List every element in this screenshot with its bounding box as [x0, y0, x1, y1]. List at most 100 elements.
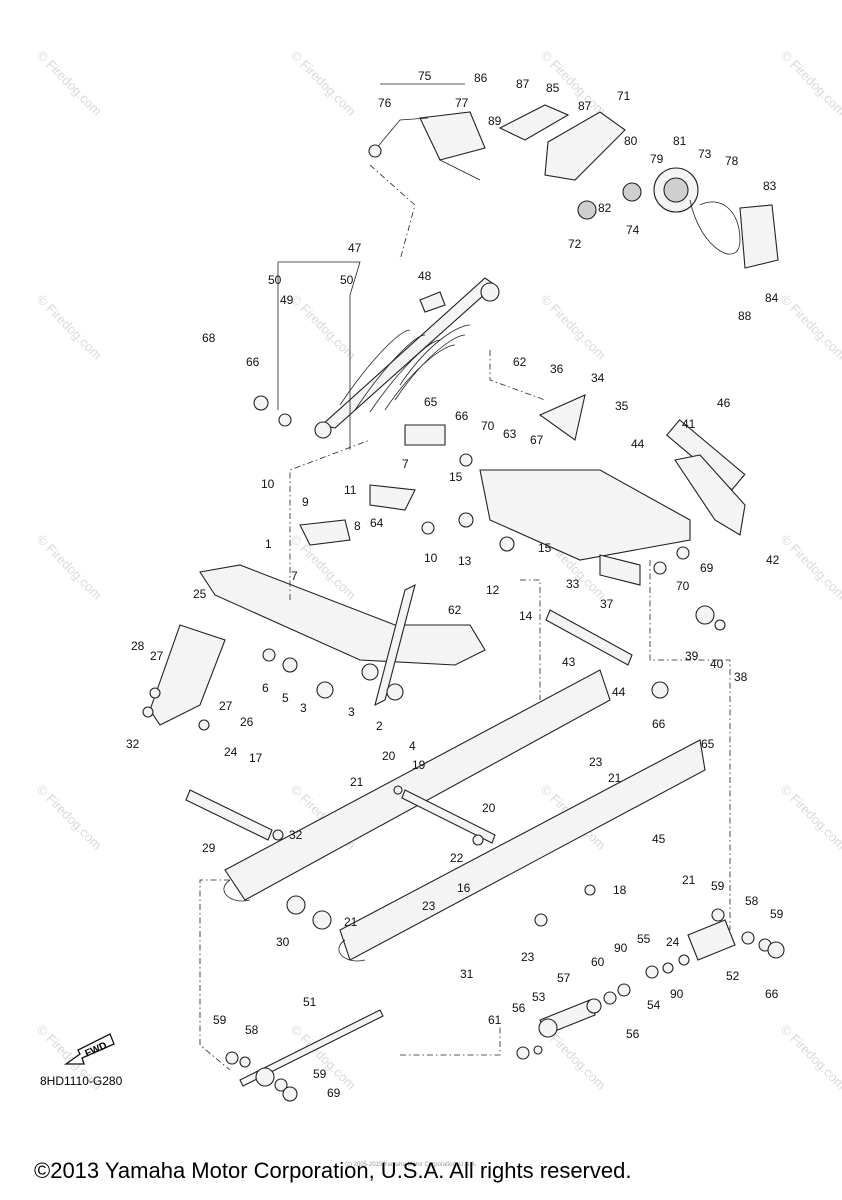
- callout: 12: [486, 583, 500, 597]
- callout: 21: [682, 873, 696, 887]
- callout: 44: [631, 437, 645, 451]
- callout: 66: [652, 717, 666, 731]
- callout: 30: [276, 935, 290, 949]
- callout: 18: [613, 883, 627, 897]
- callout: 35: [615, 399, 629, 413]
- callout: 23: [589, 755, 603, 769]
- callout: 17: [249, 751, 263, 765]
- callout: 61: [488, 1013, 502, 1027]
- callout: 87: [516, 77, 530, 91]
- callout: 89: [488, 114, 502, 128]
- callout: 29: [202, 841, 216, 855]
- fwd-label: FWD: [83, 1040, 108, 1059]
- callout: 74: [626, 223, 640, 237]
- callout: 52: [726, 969, 740, 983]
- front-arm-assembly: [149, 484, 486, 726]
- callout: 79: [650, 152, 664, 166]
- callout: 4: [409, 739, 416, 753]
- callout: 41: [682, 417, 696, 431]
- callout: 72: [568, 237, 582, 251]
- callout: 80: [624, 134, 638, 148]
- svg-text:© Firedog.com: © Firedog.com: [538, 292, 609, 363]
- callout: 15: [449, 470, 463, 484]
- callout: 7: [291, 569, 298, 583]
- fwd-arrow: FWD: [62, 1024, 122, 1075]
- callout: 59: [711, 879, 725, 893]
- callout: 58: [745, 894, 759, 908]
- callout: 8: [354, 519, 361, 533]
- callout: 33: [566, 577, 580, 591]
- callout: 23: [521, 950, 535, 964]
- copyright-notice: ©2013 Yamaha Motor Corporation, U.S.A. A…: [34, 1158, 632, 1183]
- callout: 70: [481, 419, 495, 433]
- callout: 20: [382, 749, 396, 763]
- callout: 1: [265, 537, 272, 551]
- callout: 65: [701, 737, 715, 751]
- callout: 87: [578, 99, 592, 113]
- callout: 10: [261, 477, 275, 491]
- callout: 66: [246, 355, 260, 369]
- callout: 71: [617, 89, 631, 103]
- callout: 50: [340, 273, 354, 287]
- callout: 88: [738, 309, 752, 323]
- callout: 83: [763, 179, 777, 193]
- slide-rails: [223, 669, 706, 962]
- callout: 90: [670, 987, 684, 1001]
- svg-text:© Firedog.com: © Firedog.com: [34, 292, 105, 363]
- callout: 58: [245, 1023, 259, 1037]
- callout: 59: [313, 1067, 327, 1081]
- callout: 81: [673, 134, 687, 148]
- svg-text:© Firedog.com: © Firedog.com: [34, 532, 105, 603]
- callout: 6: [262, 681, 269, 695]
- callout: 42: [766, 553, 780, 567]
- callout: 31: [460, 967, 474, 981]
- callout: 86: [474, 71, 488, 85]
- callout: 45: [652, 832, 666, 846]
- callout: 43: [562, 655, 576, 669]
- callout: 66: [765, 987, 779, 1001]
- shock-absorber: [314, 277, 500, 439]
- callout: 70: [676, 579, 690, 593]
- callout: 28: [131, 639, 145, 653]
- callout: 48: [418, 269, 432, 283]
- callout: 21: [608, 771, 622, 785]
- callout: 13: [458, 554, 472, 568]
- callout: 39: [685, 649, 699, 663]
- callout: 10: [424, 551, 438, 565]
- svg-text:© Firedog.com: © Firedog.com: [34, 48, 105, 119]
- top-cover-assembly: [368, 104, 779, 269]
- small-print: (c) 2005-2015 Yamaha Motor Corporation, …: [345, 1162, 477, 1168]
- callout: 55: [637, 932, 651, 946]
- callout: 75: [418, 69, 432, 83]
- rear-arm-assembly: [404, 394, 746, 586]
- svg-text:© Firedog.com: © Firedog.com: [778, 48, 842, 119]
- callout: 32: [289, 828, 303, 842]
- svg-text:© Firedog.com: © Firedog.com: [288, 292, 359, 363]
- callout: 11: [344, 483, 357, 497]
- callout: 76: [378, 96, 392, 110]
- callout: 16: [457, 881, 471, 895]
- callout: 21: [350, 775, 364, 789]
- callout: 53: [532, 990, 546, 1004]
- callout: 25: [193, 587, 207, 601]
- callout: 3: [348, 705, 355, 719]
- callout: 21: [344, 915, 358, 929]
- callout: 47: [348, 241, 362, 255]
- callout: 90: [614, 941, 628, 955]
- callout: 68: [202, 331, 216, 345]
- callout: 85: [546, 81, 560, 95]
- callout: 14: [519, 609, 533, 623]
- callout: 32: [126, 737, 140, 751]
- svg-text:© Firedog.com: © Firedog.com: [778, 782, 842, 853]
- callout: 78: [725, 154, 739, 168]
- callout: 50: [268, 273, 282, 287]
- callout: 40: [710, 657, 724, 671]
- callout: 23: [422, 899, 436, 913]
- callout: 46: [717, 396, 731, 410]
- callout: 34: [591, 371, 605, 385]
- callout: 69: [327, 1086, 341, 1100]
- callout: 57: [557, 971, 571, 985]
- callout: 69: [700, 561, 714, 575]
- svg-text:© Firedog.com: © Firedog.com: [34, 782, 105, 853]
